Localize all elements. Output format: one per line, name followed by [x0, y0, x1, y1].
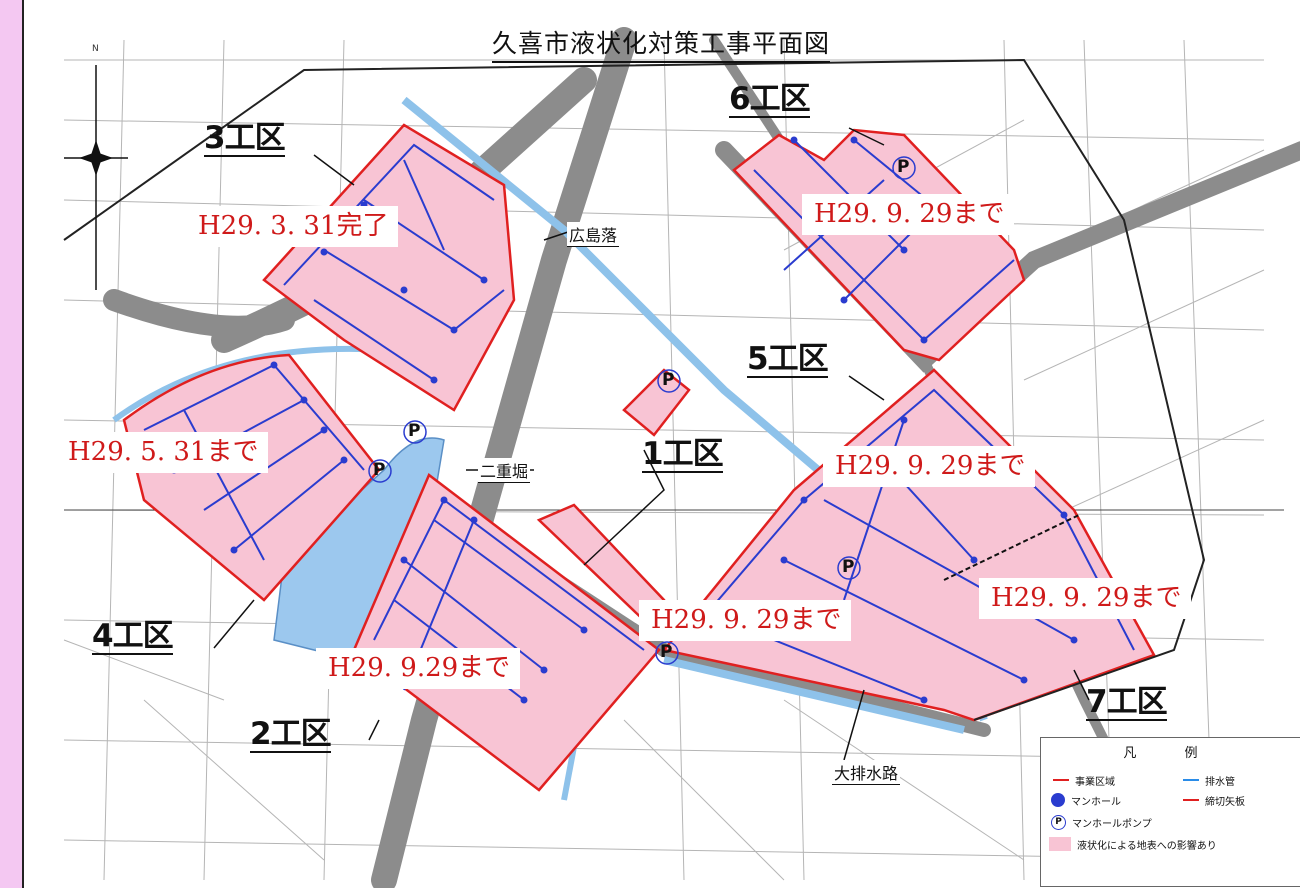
cutoff-line	[943, 514, 1080, 581]
area-zone-3	[262, 123, 516, 412]
zone-5-label: 5工区	[747, 341, 829, 378]
map-title: 久喜市液状化対策工事平面図	[492, 24, 831, 63]
map-frame: N 久喜市液状化対策工事平面図 3工区 6工区 5工区 1工区 4工区 2工区 …	[22, 0, 1300, 888]
place-dai-haisuiro: 大排水路	[832, 760, 901, 785]
pump-p-label: P	[842, 557, 855, 577]
pump-p-label: P	[897, 157, 910, 177]
compass-rose	[64, 65, 128, 290]
pump-p-label: P	[408, 421, 421, 441]
legend-manhole-pump: P マンホールポンプ	[1051, 814, 1152, 830]
blue-line-swatch	[1183, 779, 1199, 781]
zone-3-status: H29. 3. 31完了	[186, 206, 399, 247]
zone-2-label: 2工区	[250, 716, 332, 753]
zone-3-label: 3工区	[204, 120, 286, 157]
pink-area-swatch	[1049, 837, 1071, 851]
extra-status: H29. 9. 29まで	[639, 600, 852, 641]
red-line-swatch	[1053, 779, 1069, 781]
pump-icon: P	[1051, 814, 1066, 830]
legend-drain-pipe: 排水管	[1183, 772, 1235, 788]
zone-7-status: H29. 9. 29まで	[979, 578, 1192, 619]
zone-4-label: 4工区	[92, 618, 174, 655]
pump-symbols	[368, 156, 916, 665]
area-zone-2	[352, 473, 661, 792]
legend-title: 凡 例	[1123, 746, 1220, 761]
zone-1-label: 1工区	[642, 436, 724, 473]
manholes	[170, 136, 1078, 704]
area-zone-1a	[622, 368, 691, 437]
zone-7-label: 7工区	[1086, 684, 1168, 721]
legend-manhole: マンホール	[1051, 792, 1121, 808]
zone-5-status: H29. 9. 29まで	[823, 446, 1036, 487]
legend-cutoff: 締切矢板	[1183, 792, 1245, 808]
legend-box: 凡 例 事業区域 排水管 マンホール 締切矢板 P マンホールポンプ 液状化によ…	[1040, 737, 1300, 887]
pump-p-label: P	[660, 642, 673, 662]
place-nijubori: 二重堀	[478, 458, 531, 483]
place-hiroshima-ochi: 広島落	[567, 222, 620, 247]
zone-6-status: H29. 9. 29まで	[802, 194, 1015, 235]
pump-p-label: P	[373, 460, 386, 480]
zone-2-status: H29. 9.29まで	[316, 648, 521, 689]
manhole-icon	[1051, 793, 1065, 807]
leader-lines	[213, 127, 1090, 761]
cutoff-swatch	[1183, 799, 1199, 801]
legend-project-area: 事業区域	[1053, 772, 1115, 788]
pump-p-label: P	[662, 370, 675, 390]
zone-6-label: 6工区	[729, 81, 811, 118]
legend-affected: 液状化による地表への影響あり	[1049, 836, 1217, 852]
north-label: N	[92, 44, 99, 54]
boundary-line	[63, 58, 1206, 721]
zone-4-status: H29. 5. 31まで	[56, 432, 269, 473]
